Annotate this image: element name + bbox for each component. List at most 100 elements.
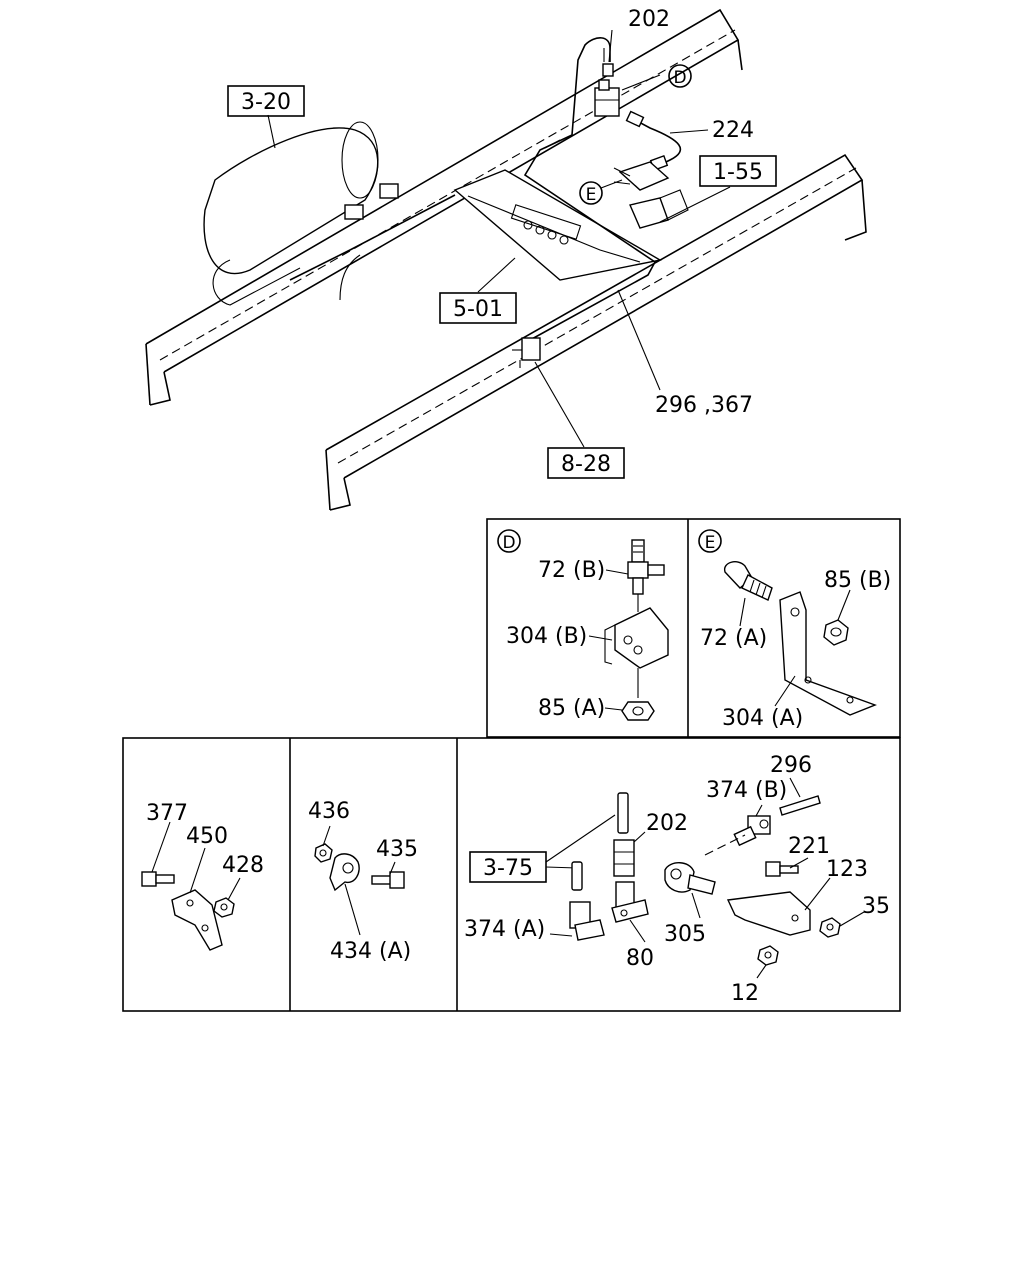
leader-123	[804, 877, 831, 911]
svg-text:E: E	[705, 533, 716, 553]
elbow-fitting-72a	[724, 561, 773, 601]
leader-436	[322, 825, 331, 847]
label-72a: 72 (A)	[700, 626, 767, 651]
label-202: 202	[646, 811, 688, 836]
leader-8-28	[534, 361, 585, 448]
bolt-435	[371, 871, 405, 889]
tube-lower	[571, 861, 583, 891]
callout-d: D	[668, 64, 692, 88]
label-296-367: 296 ,367	[655, 393, 753, 418]
frame-rail-right	[325, 153, 867, 511]
connector-202	[613, 839, 635, 877]
leader-72b	[605, 569, 629, 575]
air-tank	[203, 121, 399, 306]
label-304a: 304 (A)	[722, 706, 803, 731]
leader-377	[151, 821, 171, 873]
ref-box-5-01: 5-01	[439, 292, 517, 324]
pipe-202	[523, 37, 657, 341]
leader-374a	[549, 933, 573, 937]
tee-fitting-d	[594, 79, 620, 117]
union-374a	[569, 901, 605, 941]
leader-202	[608, 29, 613, 63]
tube-296	[779, 795, 821, 816]
svg-text:D: D	[502, 533, 515, 553]
ref-box-8-28: 8-28	[547, 447, 625, 479]
crossmember	[453, 169, 662, 281]
nut-35	[819, 917, 841, 938]
ref-box-1-55: 1-55	[699, 155, 777, 187]
union-374b	[733, 815, 771, 847]
panel-2: 436 435 434 (A)	[308, 799, 418, 964]
ref-box-3-75: 3-75	[469, 851, 547, 883]
pipe-to-tank	[289, 194, 456, 281]
label-374b: 374 (B)	[706, 778, 787, 803]
label-435: 435	[376, 837, 418, 862]
svg-text:E: E	[586, 185, 597, 205]
leader-374b	[755, 804, 763, 817]
label-304b: 304 (B)	[506, 624, 587, 649]
leader-72a	[739, 597, 746, 627]
label-450: 450	[186, 824, 228, 849]
label-374a: 374 (A)	[464, 917, 545, 942]
leader-450	[189, 847, 206, 894]
label-434a: 434 (A)	[330, 939, 411, 964]
leader-1-55	[659, 186, 731, 223]
label-305: 305	[664, 922, 706, 947]
leader-12	[756, 964, 767, 979]
detail-d-badge: D	[497, 529, 521, 553]
leader-3-20	[267, 114, 276, 149]
nut-436	[314, 843, 333, 863]
tee-fitting-72b	[627, 539, 665, 595]
leader-3-75-a	[545, 814, 616, 863]
leader-305	[691, 892, 701, 919]
leader-296	[789, 777, 801, 798]
leader-304a	[774, 675, 796, 707]
bracket-304a	[779, 591, 877, 716]
leader-35	[839, 911, 865, 927]
label-428: 428	[222, 853, 264, 878]
label-85b: 85 (B)	[824, 568, 891, 593]
leader-304b	[588, 635, 613, 641]
panel-3: 3-75	[464, 753, 890, 1006]
nut-85b	[823, 619, 849, 646]
callout-e: E	[579, 181, 603, 205]
svg-text:5-01: 5-01	[453, 297, 503, 322]
detail-d: D 72 (B) 304 (B) 85 (A)	[497, 529, 669, 721]
detail-e: E 72 (A) 85 (B) 304 (A)	[698, 529, 891, 731]
bolt-377	[141, 871, 175, 887]
tube-upper	[617, 792, 629, 834]
label-35: 35	[862, 894, 890, 919]
axis-374b	[704, 834, 746, 856]
leader-435	[389, 861, 396, 875]
svg-text:D: D	[673, 68, 686, 88]
frame-rail-left	[145, 8, 743, 406]
leader-85b	[837, 589, 851, 621]
svg-text:8-28: 8-28	[561, 452, 611, 477]
label-377: 377	[146, 801, 188, 826]
label-202: 202	[628, 7, 670, 32]
pipe-224	[625, 110, 682, 171]
leader-d	[621, 74, 661, 91]
nut-85a	[621, 701, 655, 721]
detail-e-badge: E	[698, 529, 722, 553]
svg-text:1-55: 1-55	[713, 160, 763, 185]
leader-296-367	[617, 289, 661, 391]
leader-85a	[604, 707, 623, 711]
main-view: 202 224 296 ,367 3-20 1-55 5-01 8-28 D E	[145, 7, 867, 511]
leader-e	[600, 179, 623, 189]
leader-202b	[633, 831, 646, 843]
svg-text:3-75: 3-75	[483, 856, 533, 881]
leader-80	[629, 919, 646, 943]
leader-5-01	[477, 257, 516, 293]
label-80: 80	[626, 946, 654, 971]
valve-bracket	[629, 189, 689, 229]
label-85a: 85 (A)	[538, 696, 605, 721]
leader-224	[669, 129, 709, 134]
label-72b: 72 (B)	[538, 558, 605, 583]
label-221: 221	[788, 834, 830, 859]
detail-panels	[486, 518, 901, 738]
leader-428	[227, 877, 241, 901]
valve-e	[613, 161, 670, 191]
